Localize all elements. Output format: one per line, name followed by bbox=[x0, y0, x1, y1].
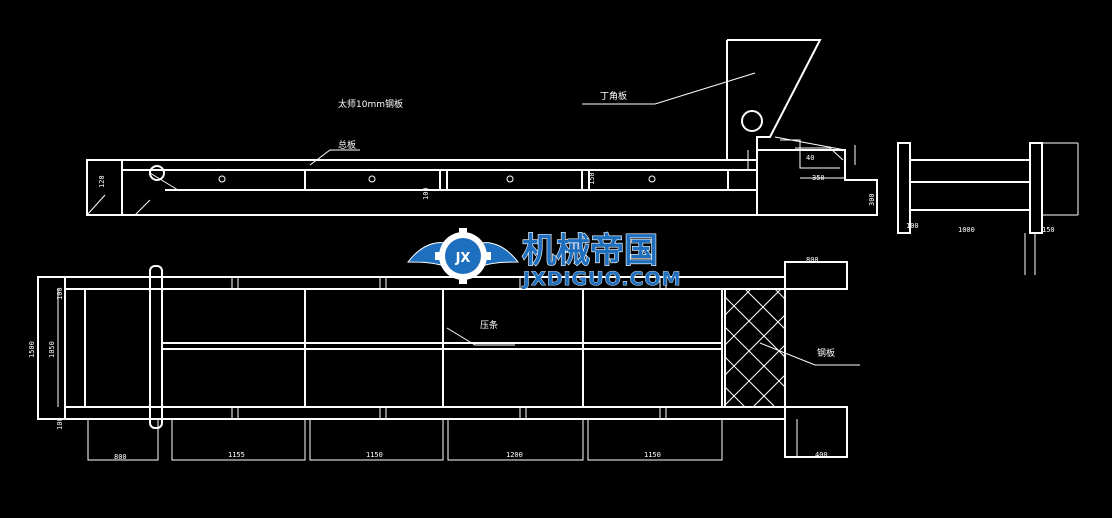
dim-wedge-w1: 40 bbox=[806, 154, 814, 162]
plan-dim-box-bay4 bbox=[587, 418, 723, 461]
dim-plan-right-top: 800 bbox=[806, 256, 819, 264]
logo-url: JXDIGUO.COM bbox=[521, 268, 682, 290]
plan-rail-clip bbox=[519, 276, 527, 290]
side-hole bbox=[368, 175, 376, 183]
leader-press-strip bbox=[446, 327, 515, 346]
end-view-right-post bbox=[1029, 142, 1043, 234]
end-view-left-post bbox=[897, 142, 911, 234]
plan-rail-clip bbox=[231, 276, 239, 290]
plan-dim-box-bay3 bbox=[447, 418, 584, 461]
plan-dim-box-bay1 bbox=[171, 418, 306, 461]
dim-side-mid-a: 100 bbox=[422, 187, 430, 200]
leader-wedge bbox=[582, 72, 756, 105]
plan-view: 1500 1050 100 100 800 800 1155 1150 1200… bbox=[28, 256, 860, 461]
side-hole bbox=[648, 175, 656, 183]
watermark-logo: JX 机械帝国 JXDIGUO.COM bbox=[406, 228, 682, 290]
plan-hatch-pattern bbox=[724, 288, 786, 408]
plan-right-bottom-block bbox=[784, 406, 848, 458]
plan-bottom-rail bbox=[64, 406, 786, 420]
note-wedge-plate: 丁角板 bbox=[600, 90, 627, 102]
plan-rail-clip bbox=[659, 406, 667, 420]
dim-bay-2: 1150 bbox=[366, 451, 383, 459]
side-elevation-view: 120 100 150 40 350 300 太师10mm钢板 丁角板 总板 bbox=[86, 39, 878, 216]
dim-plan-right-bottom: 400 bbox=[815, 451, 828, 459]
plan-rail-clip bbox=[659, 276, 667, 290]
plan-hatched-plate bbox=[724, 288, 786, 408]
plan-rail-clip bbox=[231, 406, 239, 420]
dim-end-left: 100 bbox=[906, 222, 919, 230]
note-press-strip: 压条 bbox=[480, 319, 498, 331]
side-pivot-circle bbox=[149, 165, 165, 181]
dim-side-left-height: 120 bbox=[98, 175, 106, 188]
dim-end-span: 1000 bbox=[958, 226, 975, 234]
plan-pivot-column bbox=[149, 265, 163, 429]
plan-rail-clip bbox=[519, 406, 527, 420]
dim-bay-1: 1155 bbox=[228, 451, 245, 459]
leader-rail bbox=[309, 149, 360, 166]
wedge-plate-hole bbox=[741, 110, 763, 132]
note-hatch-plate: 钢板 bbox=[817, 347, 835, 359]
dim-end-right: 150 bbox=[1042, 226, 1055, 234]
side-hole bbox=[506, 175, 514, 183]
plan-dim-box-bay2 bbox=[309, 418, 444, 461]
leader-hatch bbox=[759, 342, 860, 366]
dim-plan-inner-height: 1050 bbox=[48, 341, 56, 358]
side-step-detail bbox=[795, 147, 844, 161]
dim-plan-top-small: 100 bbox=[56, 287, 64, 300]
dim-bay-3: 1200 bbox=[506, 451, 523, 459]
dim-plan-bottom-left: 800 bbox=[114, 453, 127, 461]
side-brace-line bbox=[149, 172, 179, 191]
plan-rail-clip bbox=[379, 406, 387, 420]
side-hole bbox=[218, 175, 226, 183]
side-brace-line bbox=[86, 194, 106, 216]
plan-right-top-block bbox=[784, 261, 848, 290]
dim-wedge-w2: 350 bbox=[812, 174, 825, 182]
dim-bay-4: 1150 bbox=[644, 451, 661, 459]
note-steel-plate: 太师10mm钢板 bbox=[338, 98, 403, 110]
note-rail-plate: 总板 bbox=[338, 139, 356, 151]
logo-name-cn: 机械帝国 bbox=[522, 231, 658, 271]
dim-side-right-height: 300 bbox=[868, 193, 876, 206]
dim-plan-total-height: 1500 bbox=[28, 341, 36, 358]
dim-side-mid-b: 150 bbox=[588, 172, 596, 185]
side-end-block bbox=[757, 149, 878, 216]
logo-gear-teeth bbox=[435, 228, 491, 284]
plan-dim-box-left bbox=[87, 418, 159, 461]
end-view: 100 1000 150 bbox=[897, 142, 1079, 275]
side-brace-line bbox=[134, 199, 151, 216]
logo-badge-text: JX bbox=[455, 251, 471, 266]
side-step-detail bbox=[774, 136, 846, 151]
wedge-plate bbox=[727, 39, 822, 215]
logo-gear-inner bbox=[445, 238, 481, 274]
dim-plan-bottom-small: 100 bbox=[56, 417, 64, 430]
plan-rail-clip bbox=[379, 276, 387, 290]
